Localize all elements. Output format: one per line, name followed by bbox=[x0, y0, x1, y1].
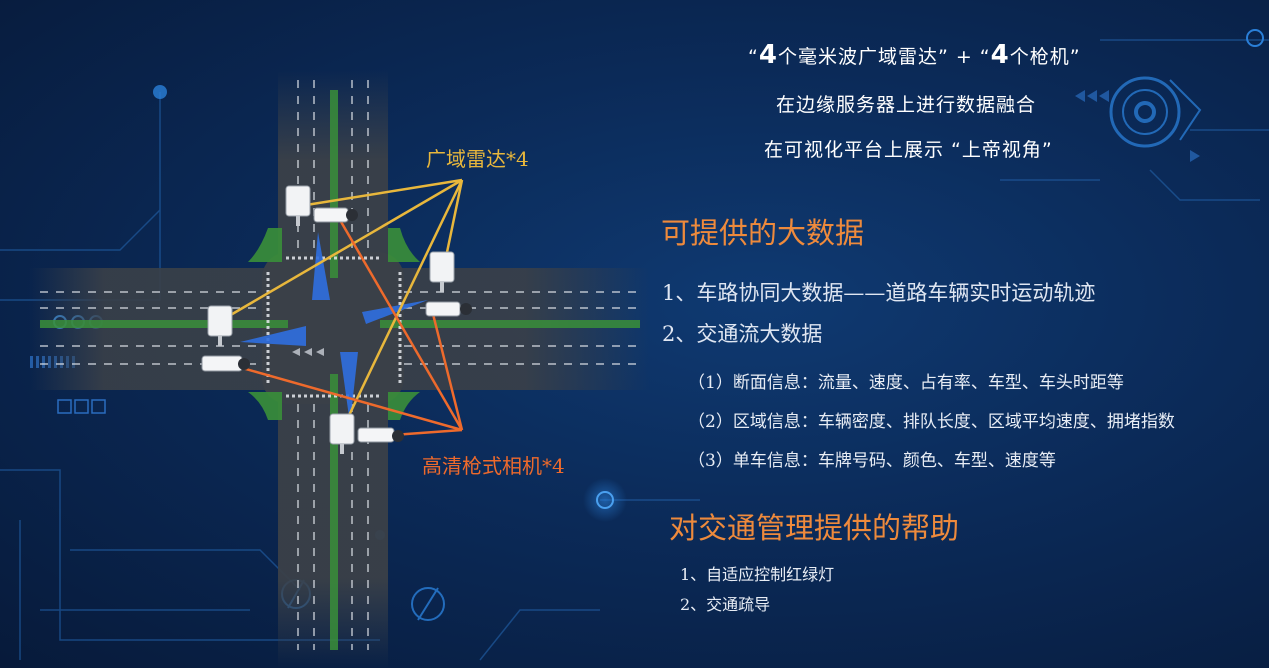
big-data-item: 2、交通流大数据 bbox=[662, 322, 823, 346]
camera-device bbox=[201, 355, 250, 372]
radar-count: 4 bbox=[758, 40, 778, 70]
radar-dial-icon bbox=[1109, 76, 1202, 148]
crosswalks bbox=[266, 256, 402, 398]
camera-device bbox=[313, 207, 358, 223]
camera-device bbox=[425, 301, 472, 317]
headline-line-2: 在边缘服务器上进行数据融合 bbox=[776, 94, 1037, 116]
camera-device bbox=[357, 427, 404, 443]
radar-links bbox=[221, 178, 464, 431]
radar-device bbox=[285, 185, 311, 226]
big-data-item: 1、车路协同大数据——道路车辆实时运动轨迹 bbox=[662, 281, 1096, 305]
headline-line-3: 在可视化平台上展示 “上帝视角” bbox=[764, 139, 1053, 161]
big-data-sub-item: （2）区域信息：车辆密度、排队长度、区域平均速度、拥堵指数 bbox=[688, 412, 1175, 432]
camera-count: 4 bbox=[990, 40, 1010, 70]
circuit-lines bbox=[0, 39, 1269, 661]
circuit-node bbox=[153, 85, 167, 99]
headline-line-1: “4个毫米波广域雷达” + “4个枪机” bbox=[748, 40, 1081, 70]
headline-camera-text: 个枪机 bbox=[1009, 46, 1070, 68]
intersection-core-overlay bbox=[288, 278, 380, 374]
camera-label: 高清枪式相机*4 bbox=[422, 454, 565, 478]
circuit-squares bbox=[57, 399, 106, 414]
big-data-sub-item: （3）单车信息：车牌号码、颜色、车型、速度等 bbox=[688, 451, 1056, 471]
radar-beams bbox=[240, 232, 428, 424]
plus-sign: + bbox=[955, 46, 973, 68]
radar-label: 广域雷达*4 bbox=[426, 147, 529, 171]
headline-radar-text: 个毫米波广域雷达 bbox=[777, 46, 938, 68]
radar-device bbox=[429, 251, 455, 292]
headline-line-3-a: 在可视化平台上展示 bbox=[764, 139, 945, 161]
direction-arrows bbox=[292, 348, 324, 356]
chevron-decoration bbox=[1075, 90, 1200, 162]
lane-markings bbox=[40, 80, 640, 650]
circuit-node bbox=[1246, 29, 1264, 47]
help-item: 1、自适应控制红绿灯 bbox=[680, 565, 835, 584]
radar-device bbox=[329, 413, 355, 454]
help-item: 2、交通疏导 bbox=[680, 595, 771, 614]
help-title: 对交通管理提供的帮助 bbox=[669, 511, 960, 545]
big-data-sub-item: （1）断面信息：流量、速度、占有率、车型、车头时距等 bbox=[688, 373, 1124, 393]
glow-node bbox=[596, 491, 614, 509]
headline-line-3-b: 上帝视角 bbox=[961, 139, 1042, 161]
radar-device bbox=[207, 305, 233, 346]
glow-node bbox=[583, 478, 627, 522]
grass-corners bbox=[248, 228, 420, 420]
big-data-title: 可提供的大数据 bbox=[661, 216, 865, 250]
